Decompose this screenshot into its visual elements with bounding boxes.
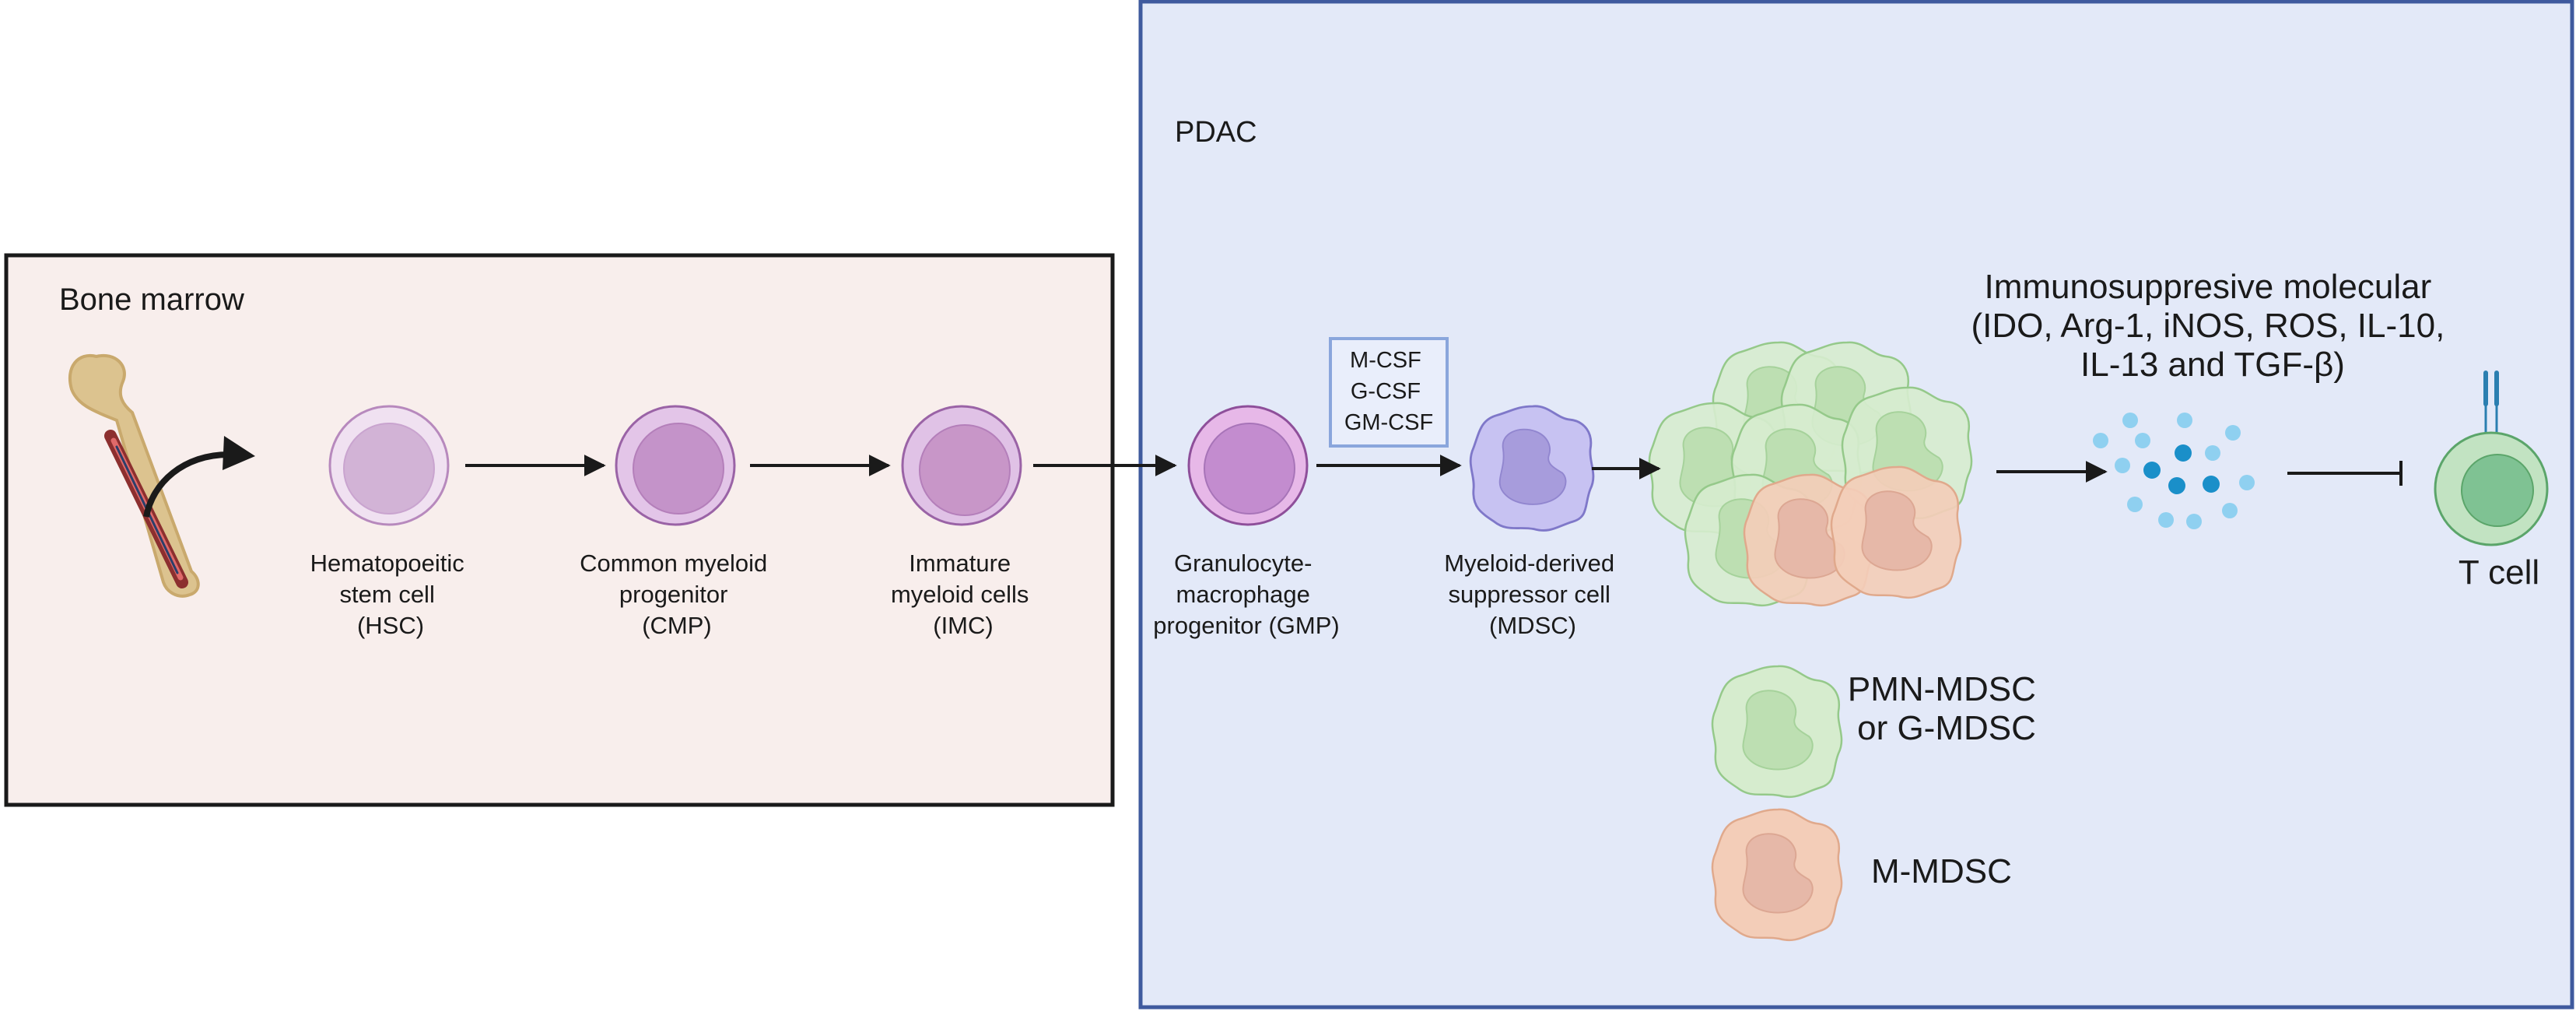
bone-marrow-region (4, 253, 1115, 807)
cmp-cell-icon (615, 405, 736, 526)
curved-arrow-icon (143, 436, 255, 518)
t-cell-label: T cell (2459, 553, 2539, 592)
molecule-dots-icon (2093, 413, 2255, 529)
immunosuppressive-label: Immunosuppresive molecular (IDO, Arg-1, … (1971, 268, 2454, 384)
imc-cell-icon (901, 405, 1022, 526)
pdac-label: PDAC (1175, 116, 1257, 149)
pmn-mdsc-label: PMN-MDSC or G-MDSC (1848, 670, 2045, 747)
bone-marrow-label: Bone marrow (59, 283, 244, 317)
t-cell-icon (2434, 371, 2549, 546)
cmp-label: Common myeloid progenitor (CMP) (580, 550, 774, 639)
pmn-mdsc-legend-icon (1711, 665, 1843, 799)
mdsc-cell-icon (1469, 405, 1595, 532)
growth-factor-box (1329, 337, 1449, 448)
m-mdsc-legend-icon (1711, 808, 1843, 942)
gmp-cell-icon (1187, 405, 1309, 526)
mdsc-label: Myeloid-derived suppressor cell (MDSC) (1444, 550, 1621, 639)
imc-label: Immature myeloid cells (IMC) (891, 550, 1036, 639)
growth-factor-list: M-CSF G-CSF GM-CSF (1344, 348, 1433, 435)
hsc-label: Hematopoeitic stem cell (HSC) (310, 550, 471, 639)
hsc-cell-icon (328, 405, 450, 526)
gmp-label: Granulocyte- macrophage progenitor (GMP) (1153, 550, 1339, 639)
inhibition-arrow (2287, 461, 2403, 486)
m-mdsc-label: M-MDSC (1871, 852, 2012, 890)
